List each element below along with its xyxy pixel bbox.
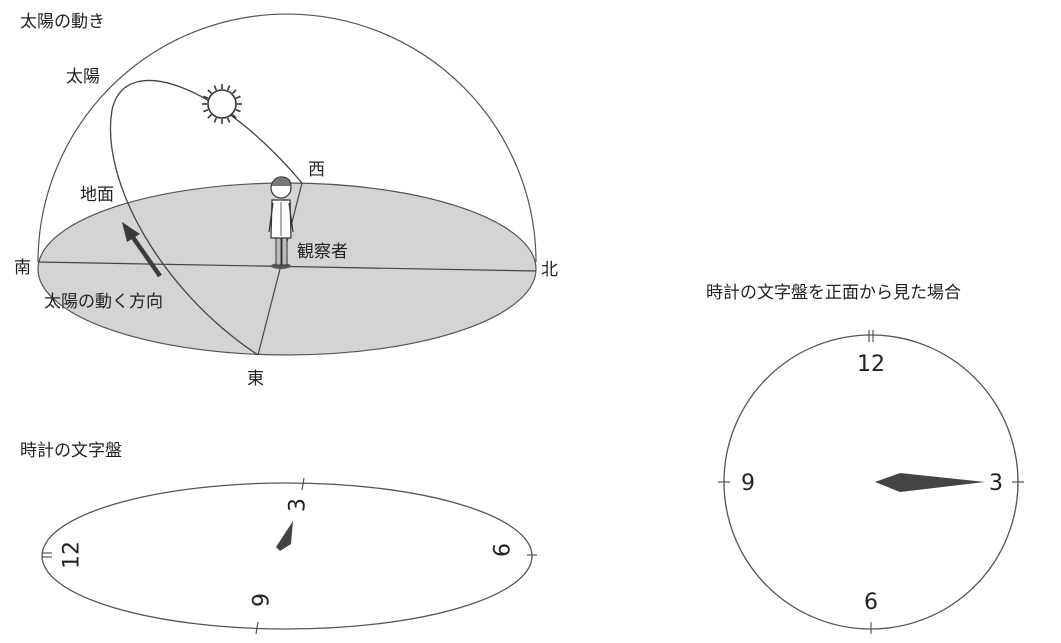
label-ground: 地面 bbox=[80, 185, 114, 205]
front-hour-hand bbox=[875, 473, 985, 492]
title-clock-dial: 時計の文字盤 bbox=[20, 441, 122, 461]
sky-dome bbox=[37, 13, 537, 263]
label-south: 南 bbox=[14, 258, 31, 278]
front-numeral-12: 12 bbox=[857, 352, 885, 377]
label-east: 東 bbox=[247, 369, 264, 389]
label-north: 北 bbox=[541, 260, 558, 280]
tilted-numeral-12: 12 bbox=[60, 541, 85, 569]
hemisphere-diagram: 太陽 地面 西 観察者 南 北 東 太陽の動く方向 bbox=[14, 13, 558, 389]
sun-direction-arrow bbox=[122, 222, 162, 278]
front-numeral-3: 3 bbox=[989, 471, 1003, 496]
front-clock-dial: 12 3 6 9 bbox=[718, 330, 1024, 634]
front-numeral-6: 6 bbox=[864, 590, 878, 615]
front-numeral-9: 9 bbox=[741, 471, 755, 496]
tilted-numeral-3: 3 bbox=[286, 498, 311, 512]
tilted-numeral-6: 6 bbox=[491, 543, 516, 557]
observer-figure-icon bbox=[268, 176, 294, 269]
title-sun-motion: 太陽の動き bbox=[20, 12, 105, 32]
east-west-line bbox=[257, 182, 303, 356]
tilted-clock-dial: 12 3 6 9 bbox=[41, 477, 537, 635]
label-west: 西 bbox=[308, 160, 325, 180]
label-sun: 太陽 bbox=[66, 67, 100, 87]
tilted-hour-hand bbox=[276, 521, 293, 551]
tilted-dial-face bbox=[41, 482, 533, 630]
label-sun-direction: 太陽の動く方向 bbox=[44, 292, 163, 312]
sun-icon bbox=[202, 84, 242, 124]
title-clock-front: 時計の文字盤を正面から見た場合 bbox=[706, 283, 961, 303]
tilted-numeral-9: 9 bbox=[250, 593, 275, 607]
label-observer: 観察者 bbox=[297, 242, 348, 262]
